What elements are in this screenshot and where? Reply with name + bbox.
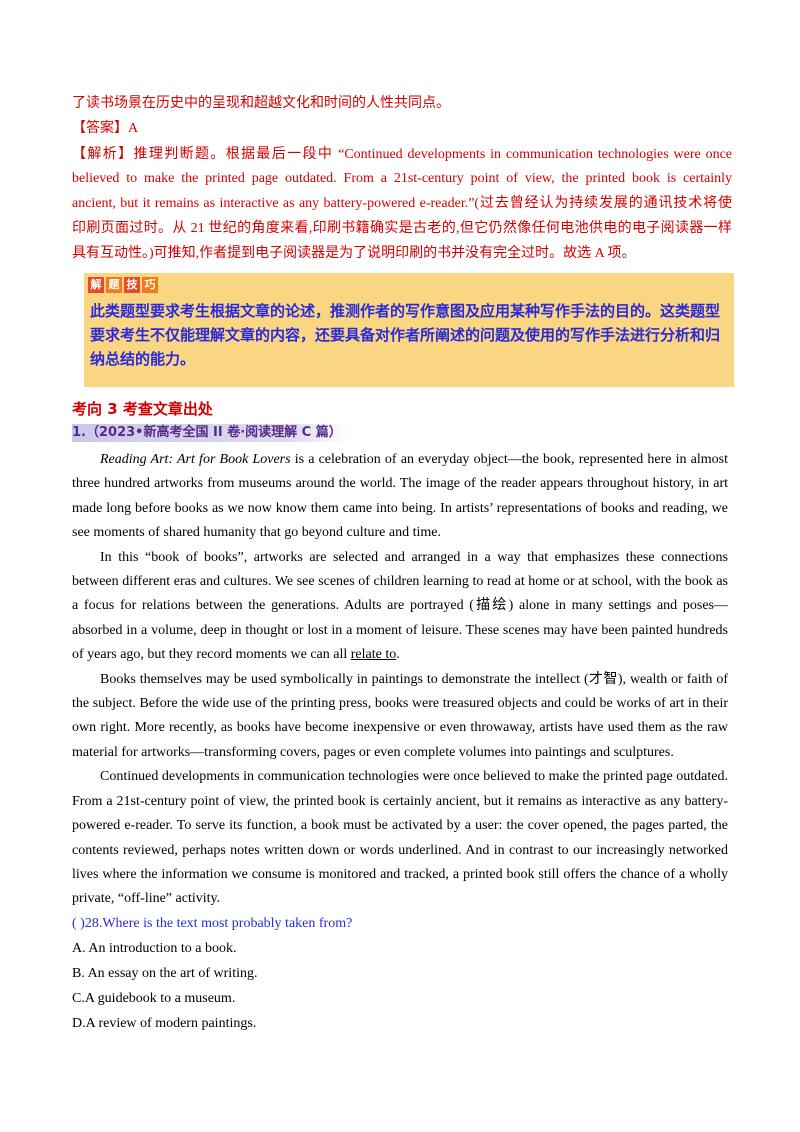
option-b: B. An essay on the art of writing.	[72, 966, 258, 981]
tip-box: 解 题 技 巧 此类题型要求考生根据文章的论述，推测作者的写作意图及应用某种写作…	[84, 273, 734, 387]
answer-line: 【答案】A	[72, 119, 732, 139]
tip-badge: 解 题 技 巧	[88, 277, 158, 293]
analysis-label: 【解析】	[72, 147, 134, 162]
badge-char: 技	[124, 277, 140, 293]
underlined-phrase: relate to	[350, 647, 397, 663]
analysis-intro-line: 了读书场景在历史中的呈现和超越文化和时间的人性共同点。	[72, 96, 450, 111]
badge-char: 解	[88, 277, 104, 293]
passage-paragraph-4: Continued developments in communication …	[72, 769, 728, 907]
passage-paragraph-2: In this “book of books”, artworks are se…	[72, 549, 728, 663]
analysis-line-3: ancient, but it remains as interactive a…	[72, 196, 732, 211]
tip-text: 此类题型要求考生根据文章的论述，推测作者的写作意图及应用某种写作手法的目的。这类…	[90, 302, 721, 368]
analysis-line-4: 印刷页面过时。从 21 世纪的角度来看,印刷书籍确实是古老的,但它仍然像任何电池…	[72, 221, 732, 236]
passage-paragraph-1: Reading Art: Art for Book Lovers is a ce…	[72, 452, 728, 541]
answer-value: A	[128, 121, 139, 136]
analysis-line-1: 【解析】推理判断题。根据最后一段中 “Continued development…	[72, 147, 733, 162]
answer-label: 【答案】	[72, 121, 128, 136]
question-source-tag: 1.（2023•新高考全国 II 卷·阅读理解 C 篇）	[72, 424, 348, 442]
analysis-line-2: believed to make the printed page outdat…	[72, 171, 732, 186]
question-stem: ( )28.Where is the text most probably ta…	[72, 916, 353, 931]
analysis-line-5: 具有互动性。)可推知,作者提到电子阅读器是为了说明印刷的书并没有完全过时。故选 …	[72, 246, 636, 261]
option-c: C.A guidebook to a museum.	[72, 991, 236, 1006]
badge-char: 巧	[142, 277, 158, 293]
section-title: 考向 3 考查文章出处	[72, 400, 213, 418]
reading-passage: Reading Art: Art for Book Lovers is a ce…	[72, 448, 728, 912]
passage-paragraph-3: Books themselves may be used symbolicall…	[72, 671, 728, 760]
option-d: D.A review of modern paintings.	[72, 1016, 257, 1031]
badge-char: 题	[106, 277, 122, 293]
book-title: Reading Art: Art for Book Lovers	[100, 452, 291, 467]
option-a: A. An introduction to a book.	[72, 941, 237, 956]
